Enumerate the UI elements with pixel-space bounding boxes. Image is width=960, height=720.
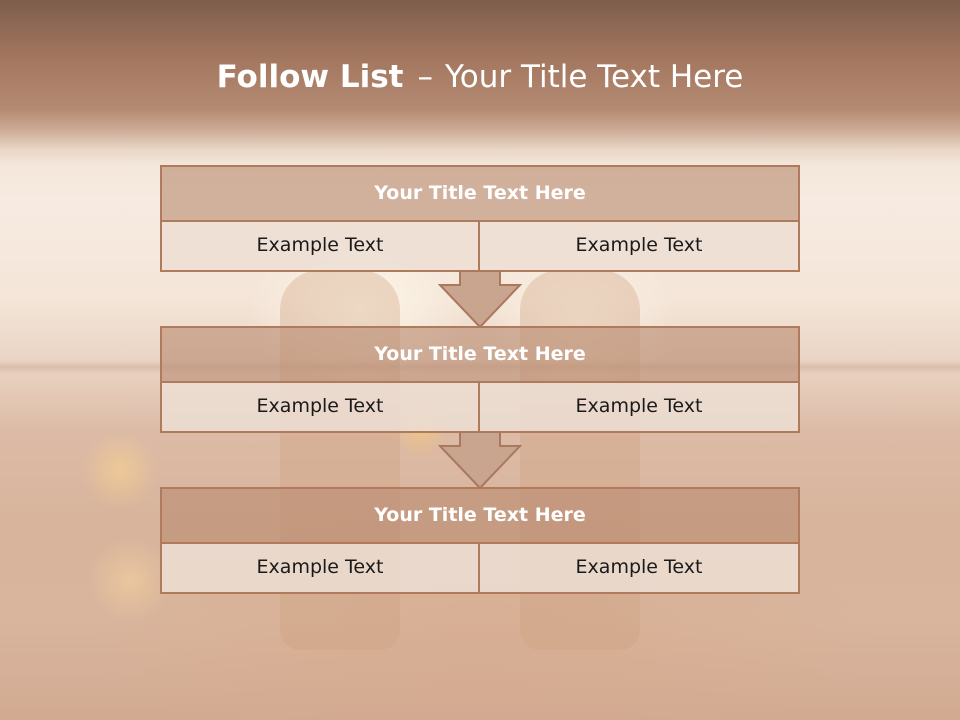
list-block-3: Your Title Text Here Example Text Exampl…	[160, 487, 800, 594]
block-cell-left[interactable]: Example Text	[160, 544, 480, 594]
title-banner	[0, 0, 960, 165]
block-title[interactable]: Your Title Text Here	[160, 165, 800, 222]
block-cells: Example Text Example Text	[160, 222, 800, 272]
block-cell-left[interactable]: Example Text	[160, 383, 480, 433]
title-separator: –	[417, 59, 433, 95]
block-title[interactable]: Your Title Text Here	[160, 487, 800, 544]
block-cell-right[interactable]: Example Text	[480, 383, 800, 433]
title-rest-text: Your Title Text Here	[444, 59, 744, 95]
block-cells: Example Text Example Text	[160, 544, 800, 594]
block-cell-left[interactable]: Example Text	[160, 222, 480, 272]
slide-title: Follow List–Your Title Text Here	[0, 54, 960, 100]
block-cell-right[interactable]: Example Text	[480, 222, 800, 272]
down-arrow-icon	[438, 271, 522, 329]
list-block-1: Your Title Text Here Example Text Exampl…	[160, 165, 800, 272]
title-bold-text: Follow List	[216, 59, 404, 95]
block-cells: Example Text Example Text	[160, 383, 800, 433]
list-block-2: Your Title Text Here Example Text Exampl…	[160, 326, 800, 433]
block-title[interactable]: Your Title Text Here	[160, 326, 800, 383]
down-arrow-icon	[438, 432, 522, 490]
block-cell-right[interactable]: Example Text	[480, 544, 800, 594]
